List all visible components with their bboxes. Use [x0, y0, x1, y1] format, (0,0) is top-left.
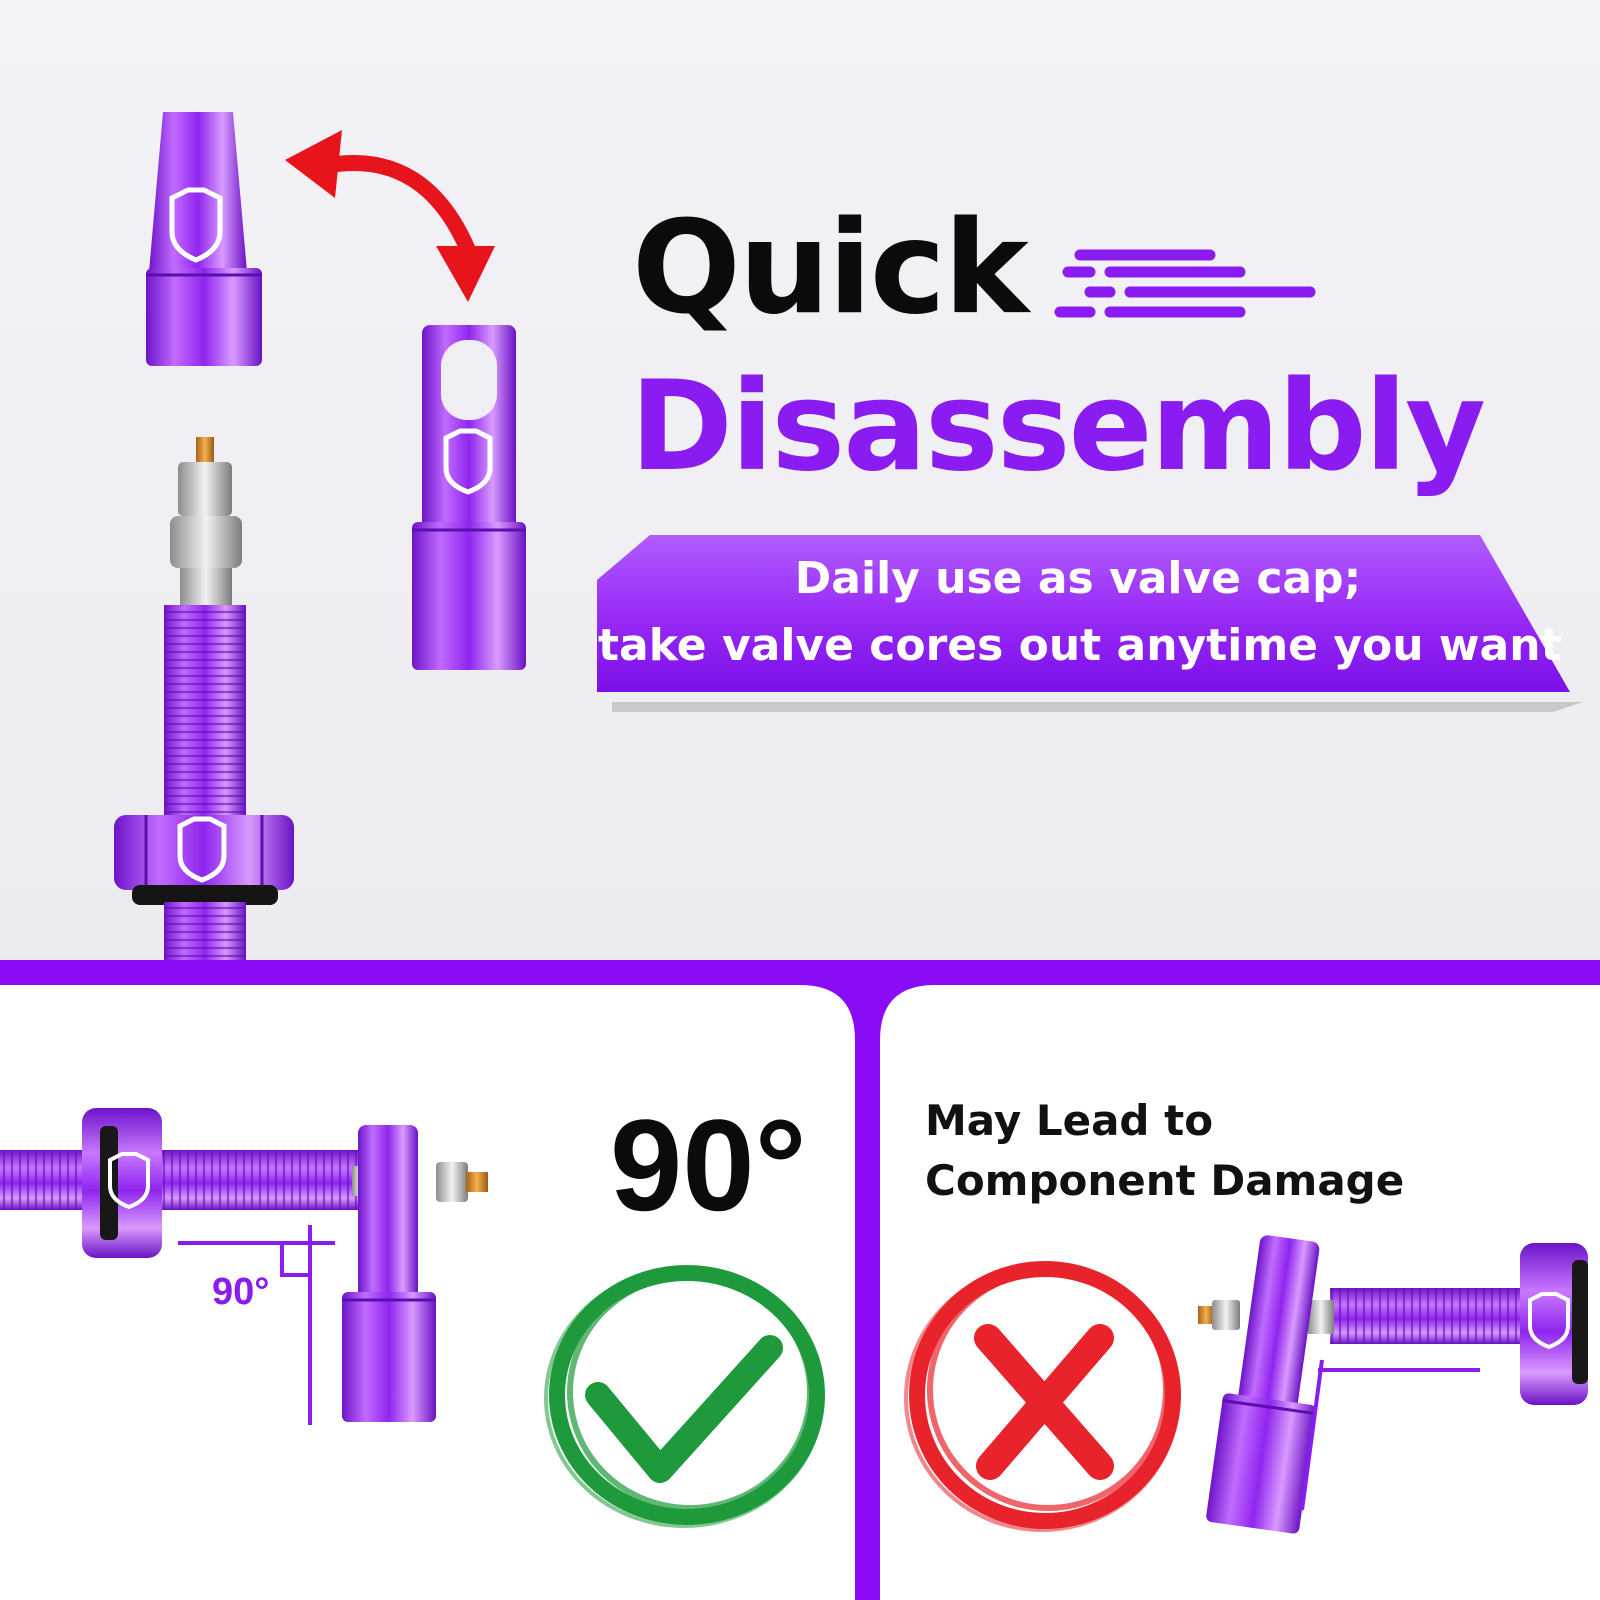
rotation-arrow-icon: [285, 130, 495, 302]
rd-logo-shield-icon: [1528, 1292, 1570, 1350]
warning-text-line-1: May Lead to: [925, 1096, 1214, 1145]
checkmark-icon: [544, 1265, 825, 1528]
top-section-background: [0, 0, 1600, 962]
cross-icon: [904, 1261, 1181, 1532]
rd-logo-shield-icon: [443, 428, 493, 495]
valve-cap: [146, 112, 262, 366]
wrong-angle-diagram: [1198, 1235, 1588, 1534]
headline-quick: Quick: [632, 194, 1029, 343]
rd-logo-shield-icon: [108, 1152, 150, 1210]
rd-logo-shield-icon: [169, 187, 223, 263]
speed-lines-icon: [1054, 249, 1316, 318]
subtitle-banner: [597, 535, 1583, 712]
correct-angle-diagram: [0, 1108, 488, 1425]
headline-disassembly: Disassembly: [630, 355, 1486, 499]
warning-text-line-2: Component Damage: [925, 1156, 1405, 1205]
angle-guide-lines: [178, 1225, 335, 1425]
valve-stem: [114, 437, 294, 964]
valve-core-tool: [412, 325, 526, 670]
banner-line-1: Daily use as valve cap;: [794, 553, 1362, 604]
diagram-angle-label: 90°: [212, 1271, 270, 1313]
angle-guide-lines: [1300, 1359, 1480, 1511]
correct-angle-label: 90°: [610, 1092, 807, 1238]
rd-logo-shield-icon: [177, 816, 227, 883]
banner-line-2: take valve cores out anytime you want: [598, 620, 1562, 671]
